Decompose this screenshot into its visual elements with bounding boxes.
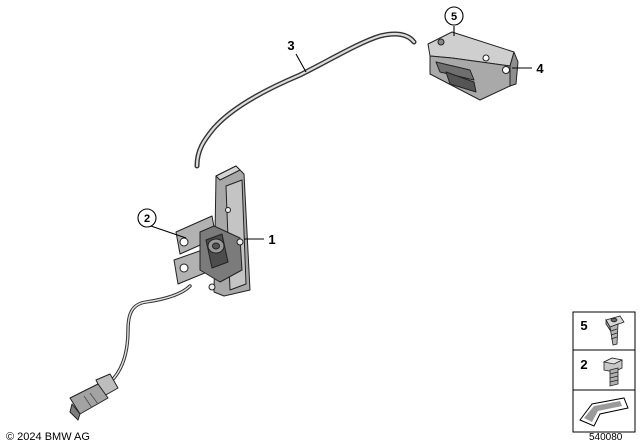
callout-circle-5: 5 <box>444 6 464 26</box>
electrical-connector <box>69 373 119 421</box>
callout-label-3: 3 <box>287 38 294 53</box>
hex-bolt-icon <box>602 357 624 387</box>
callout-label-5: 5 <box>451 11 457 23</box>
callout-label-4: 4 <box>536 61 544 76</box>
callout-circle-2: 2 <box>137 208 157 228</box>
callout-leaders <box>147 26 532 240</box>
legend-panel: 5 2 <box>572 311 636 433</box>
bowden-cable <box>194 31 417 169</box>
copyright-text: © 2024 BMW AG <box>6 431 90 443</box>
legend-label-screw: 5 <box>580 318 587 333</box>
view-direction-arrow-icon <box>579 397 629 427</box>
torx-screw-icon <box>605 315 625 346</box>
latch-bracket <box>173 165 251 297</box>
callout-label-2: 2 <box>144 213 150 225</box>
lock-actuator <box>427 31 519 101</box>
legend-label-bolt: 2 <box>580 357 587 372</box>
diagram-id: 540080 <box>589 432 623 443</box>
wiring-harness <box>104 284 192 388</box>
callout-label-1: 1 <box>268 232 275 247</box>
